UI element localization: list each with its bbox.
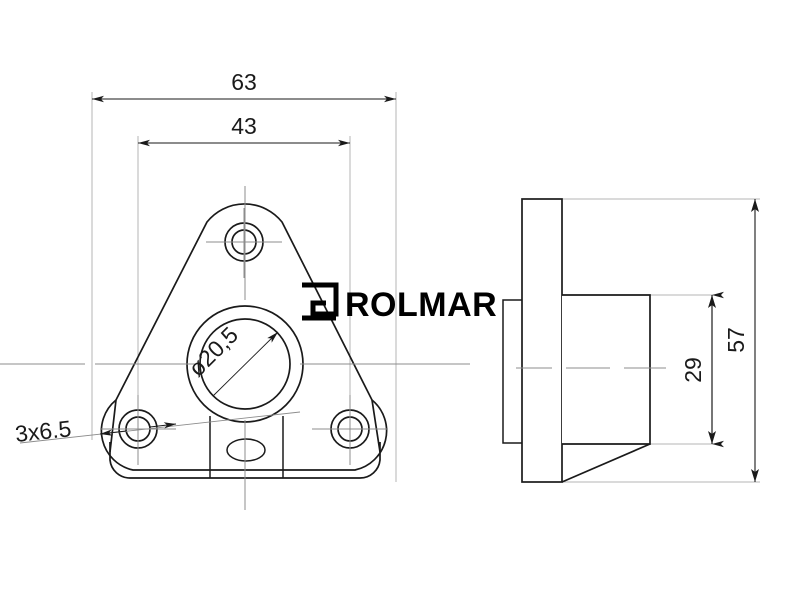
side-flange-plate bbox=[521, 198, 563, 483]
brand-name: ROLMAR bbox=[345, 286, 497, 324]
bottom-tab bbox=[209, 416, 284, 478]
dimension-29-label: 29 bbox=[680, 357, 706, 383]
dim29-arrow-top bbox=[708, 295, 716, 308]
side-boss bbox=[562, 294, 651, 445]
spiral-maze-logo-icon bbox=[302, 282, 339, 321]
side-left-protrusion bbox=[502, 299, 522, 444]
dim57-arrow-top bbox=[751, 199, 759, 212]
dimension-bolt-hole-callout: 3x6.5 bbox=[14, 411, 301, 447]
front-view: 63 43 ø20,5 3x6.5 ROLMAR bbox=[0, 69, 497, 510]
dimension-29: 29 bbox=[680, 291, 724, 448]
flange-outline-lower bbox=[109, 399, 381, 453]
dimension-bolt-hole-label: 3x6.5 bbox=[14, 415, 73, 447]
brand-logo: ROLMAR bbox=[302, 282, 497, 324]
side-extension-lines bbox=[560, 198, 760, 483]
dimension-63-label: 63 bbox=[231, 69, 257, 95]
side-section-view: 29 57 bbox=[502, 198, 760, 483]
tab-ellipse bbox=[226, 438, 266, 462]
dimension-57: 57 bbox=[723, 199, 759, 482]
dimension-63: 63 bbox=[92, 69, 396, 103]
dimension-43-label: 43 bbox=[231, 113, 257, 139]
dim29-arrow-bottom bbox=[708, 431, 716, 444]
dim57-arrow-bottom bbox=[751, 469, 759, 482]
dimension-57-label: 57 bbox=[723, 327, 749, 353]
side-chamfer-line bbox=[561, 443, 651, 483]
dimension-43: 43 bbox=[138, 113, 350, 147]
front-centerlines bbox=[0, 186, 470, 510]
